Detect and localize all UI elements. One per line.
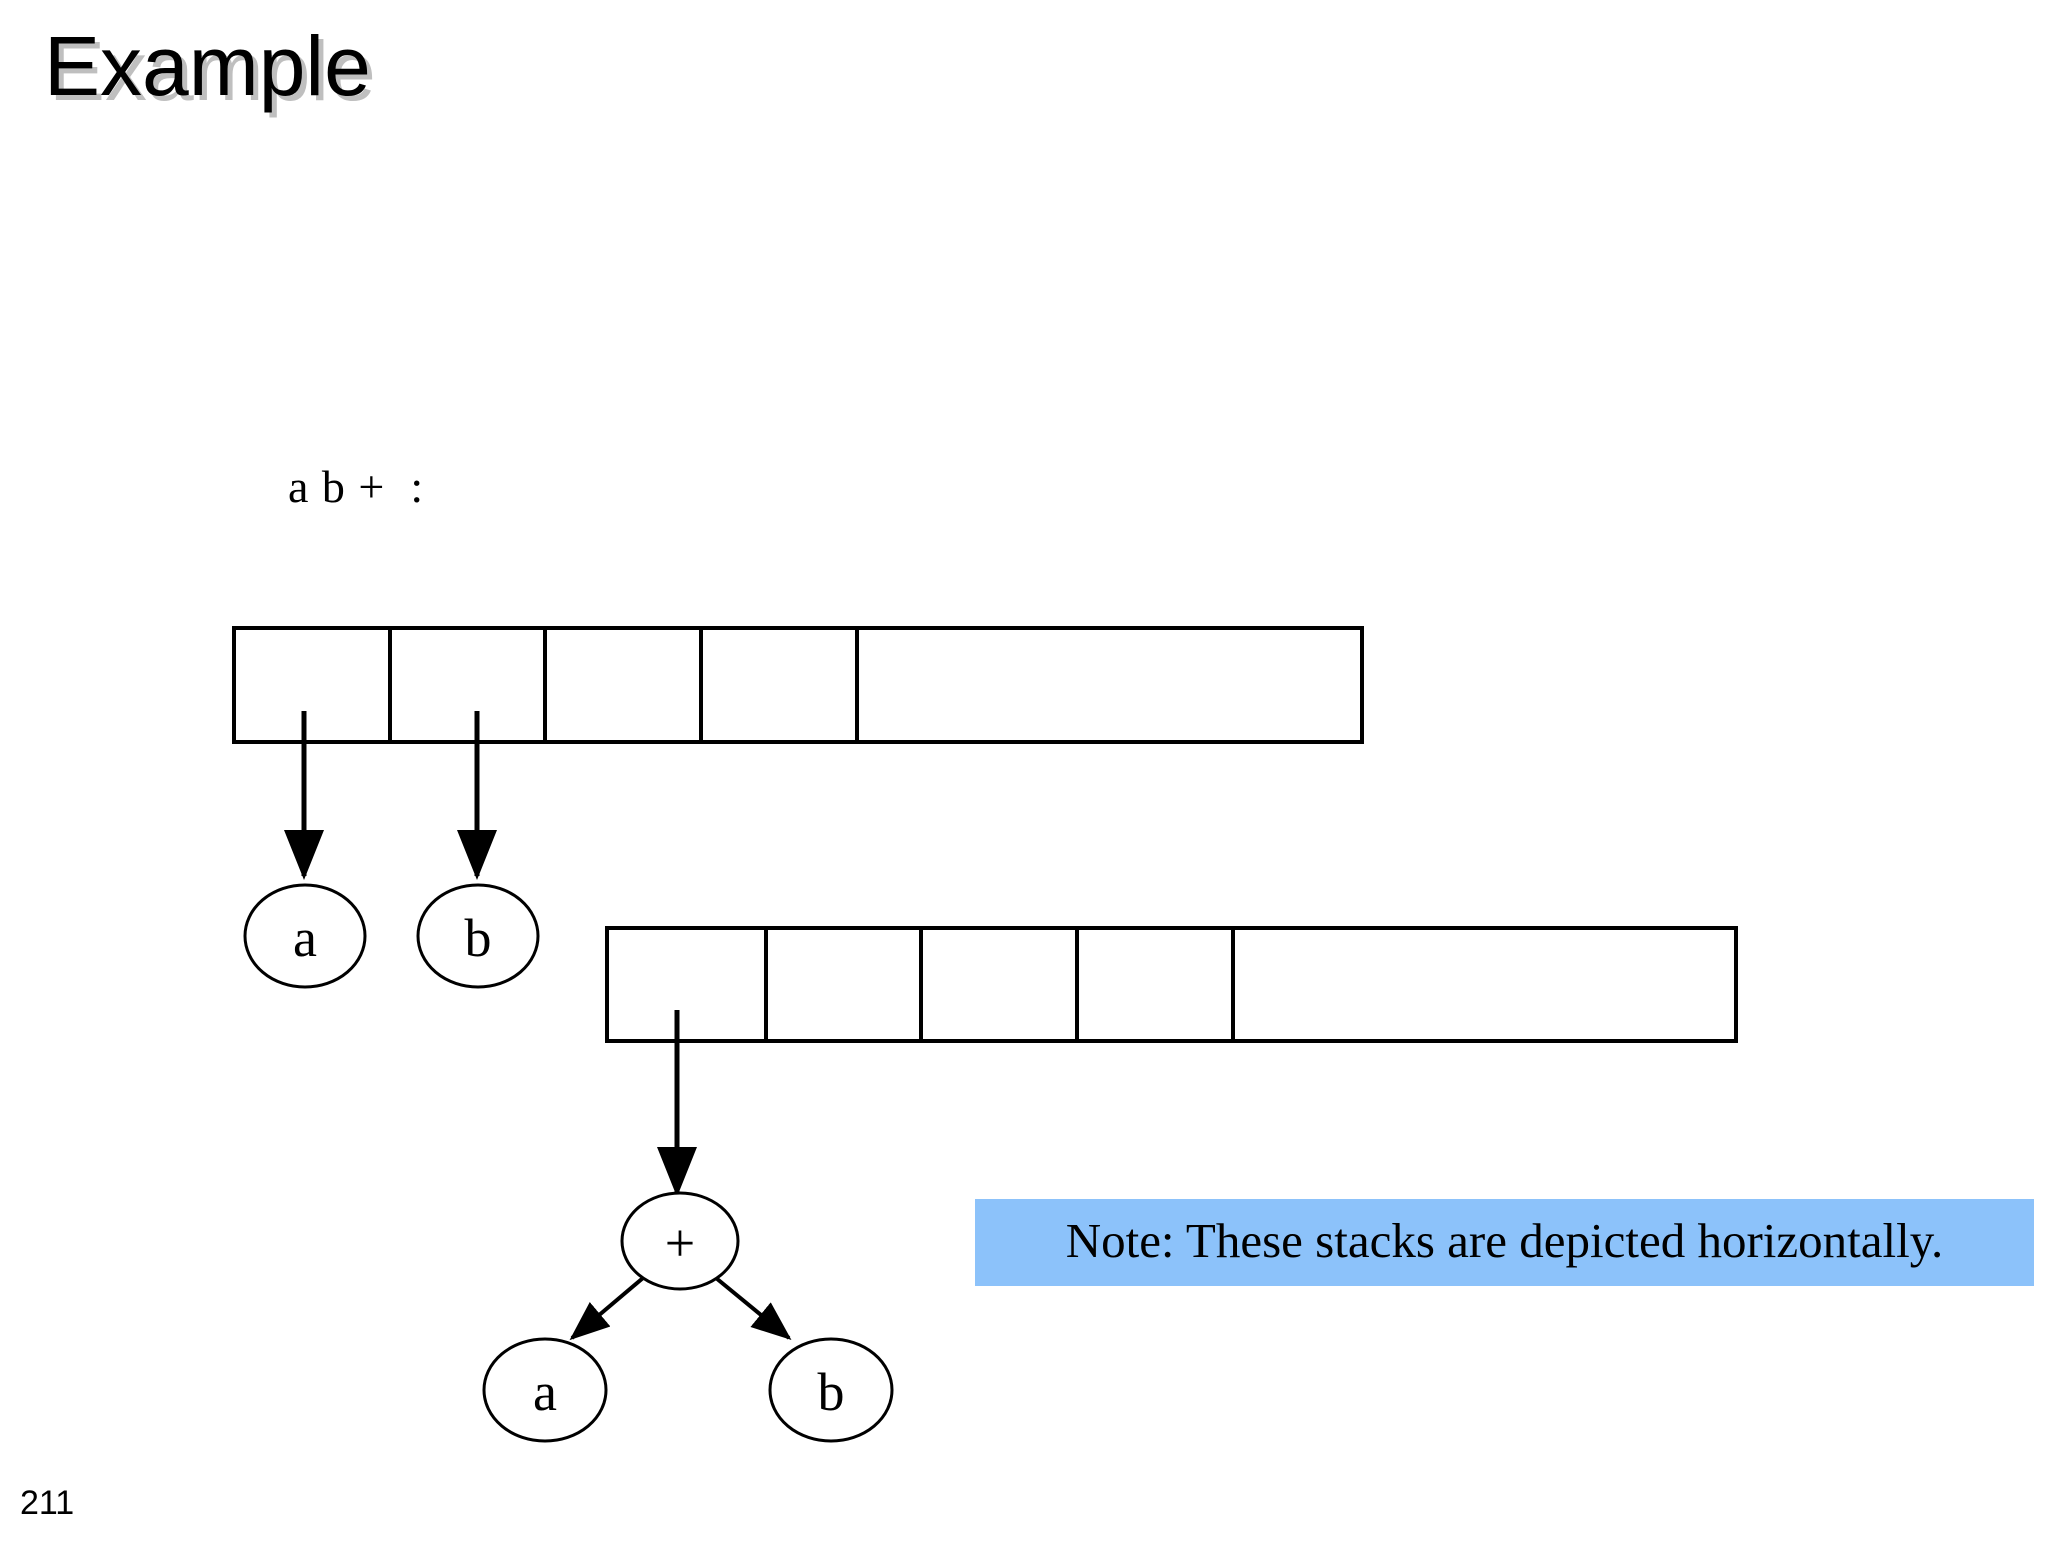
node-b-top: b (416, 883, 540, 989)
node-plus-label: + (665, 1213, 695, 1273)
page-number: 211 (20, 1484, 75, 1522)
node-a-top-ellipse (243, 883, 367, 989)
stack-lower-outline (605, 926, 1738, 1043)
node-b-top-ellipse (416, 883, 540, 989)
node-a-child-label: a (533, 1362, 557, 1422)
expression-label: a b + : (288, 461, 425, 512)
node-b-top-label: b (465, 908, 492, 968)
tree-edge-plus-to-b (714, 1276, 792, 1341)
stack-lower (605, 926, 1738, 1043)
page-title: Example (44, 19, 371, 113)
node-a-top: a (243, 883, 367, 989)
node-plus-ellipse (620, 1191, 740, 1291)
node-b-child: b (768, 1337, 894, 1443)
note-highlight-box: Note: These stacks are depicted horizont… (975, 1199, 2034, 1286)
stack-upper (232, 626, 1364, 744)
node-b-child-label: b (818, 1362, 845, 1422)
node-b-child-ellipse (768, 1337, 894, 1443)
node-a-child-ellipse (482, 1337, 608, 1443)
node-plus: + (620, 1191, 740, 1291)
tree-edge-plus-to-a (569, 1276, 645, 1341)
node-a-top-label: a (293, 908, 317, 968)
stack-upper-outline (232, 626, 1364, 744)
note-text: Note: These stacks are depicted horizont… (1065, 1213, 1944, 1268)
node-a-child: a (482, 1337, 608, 1443)
